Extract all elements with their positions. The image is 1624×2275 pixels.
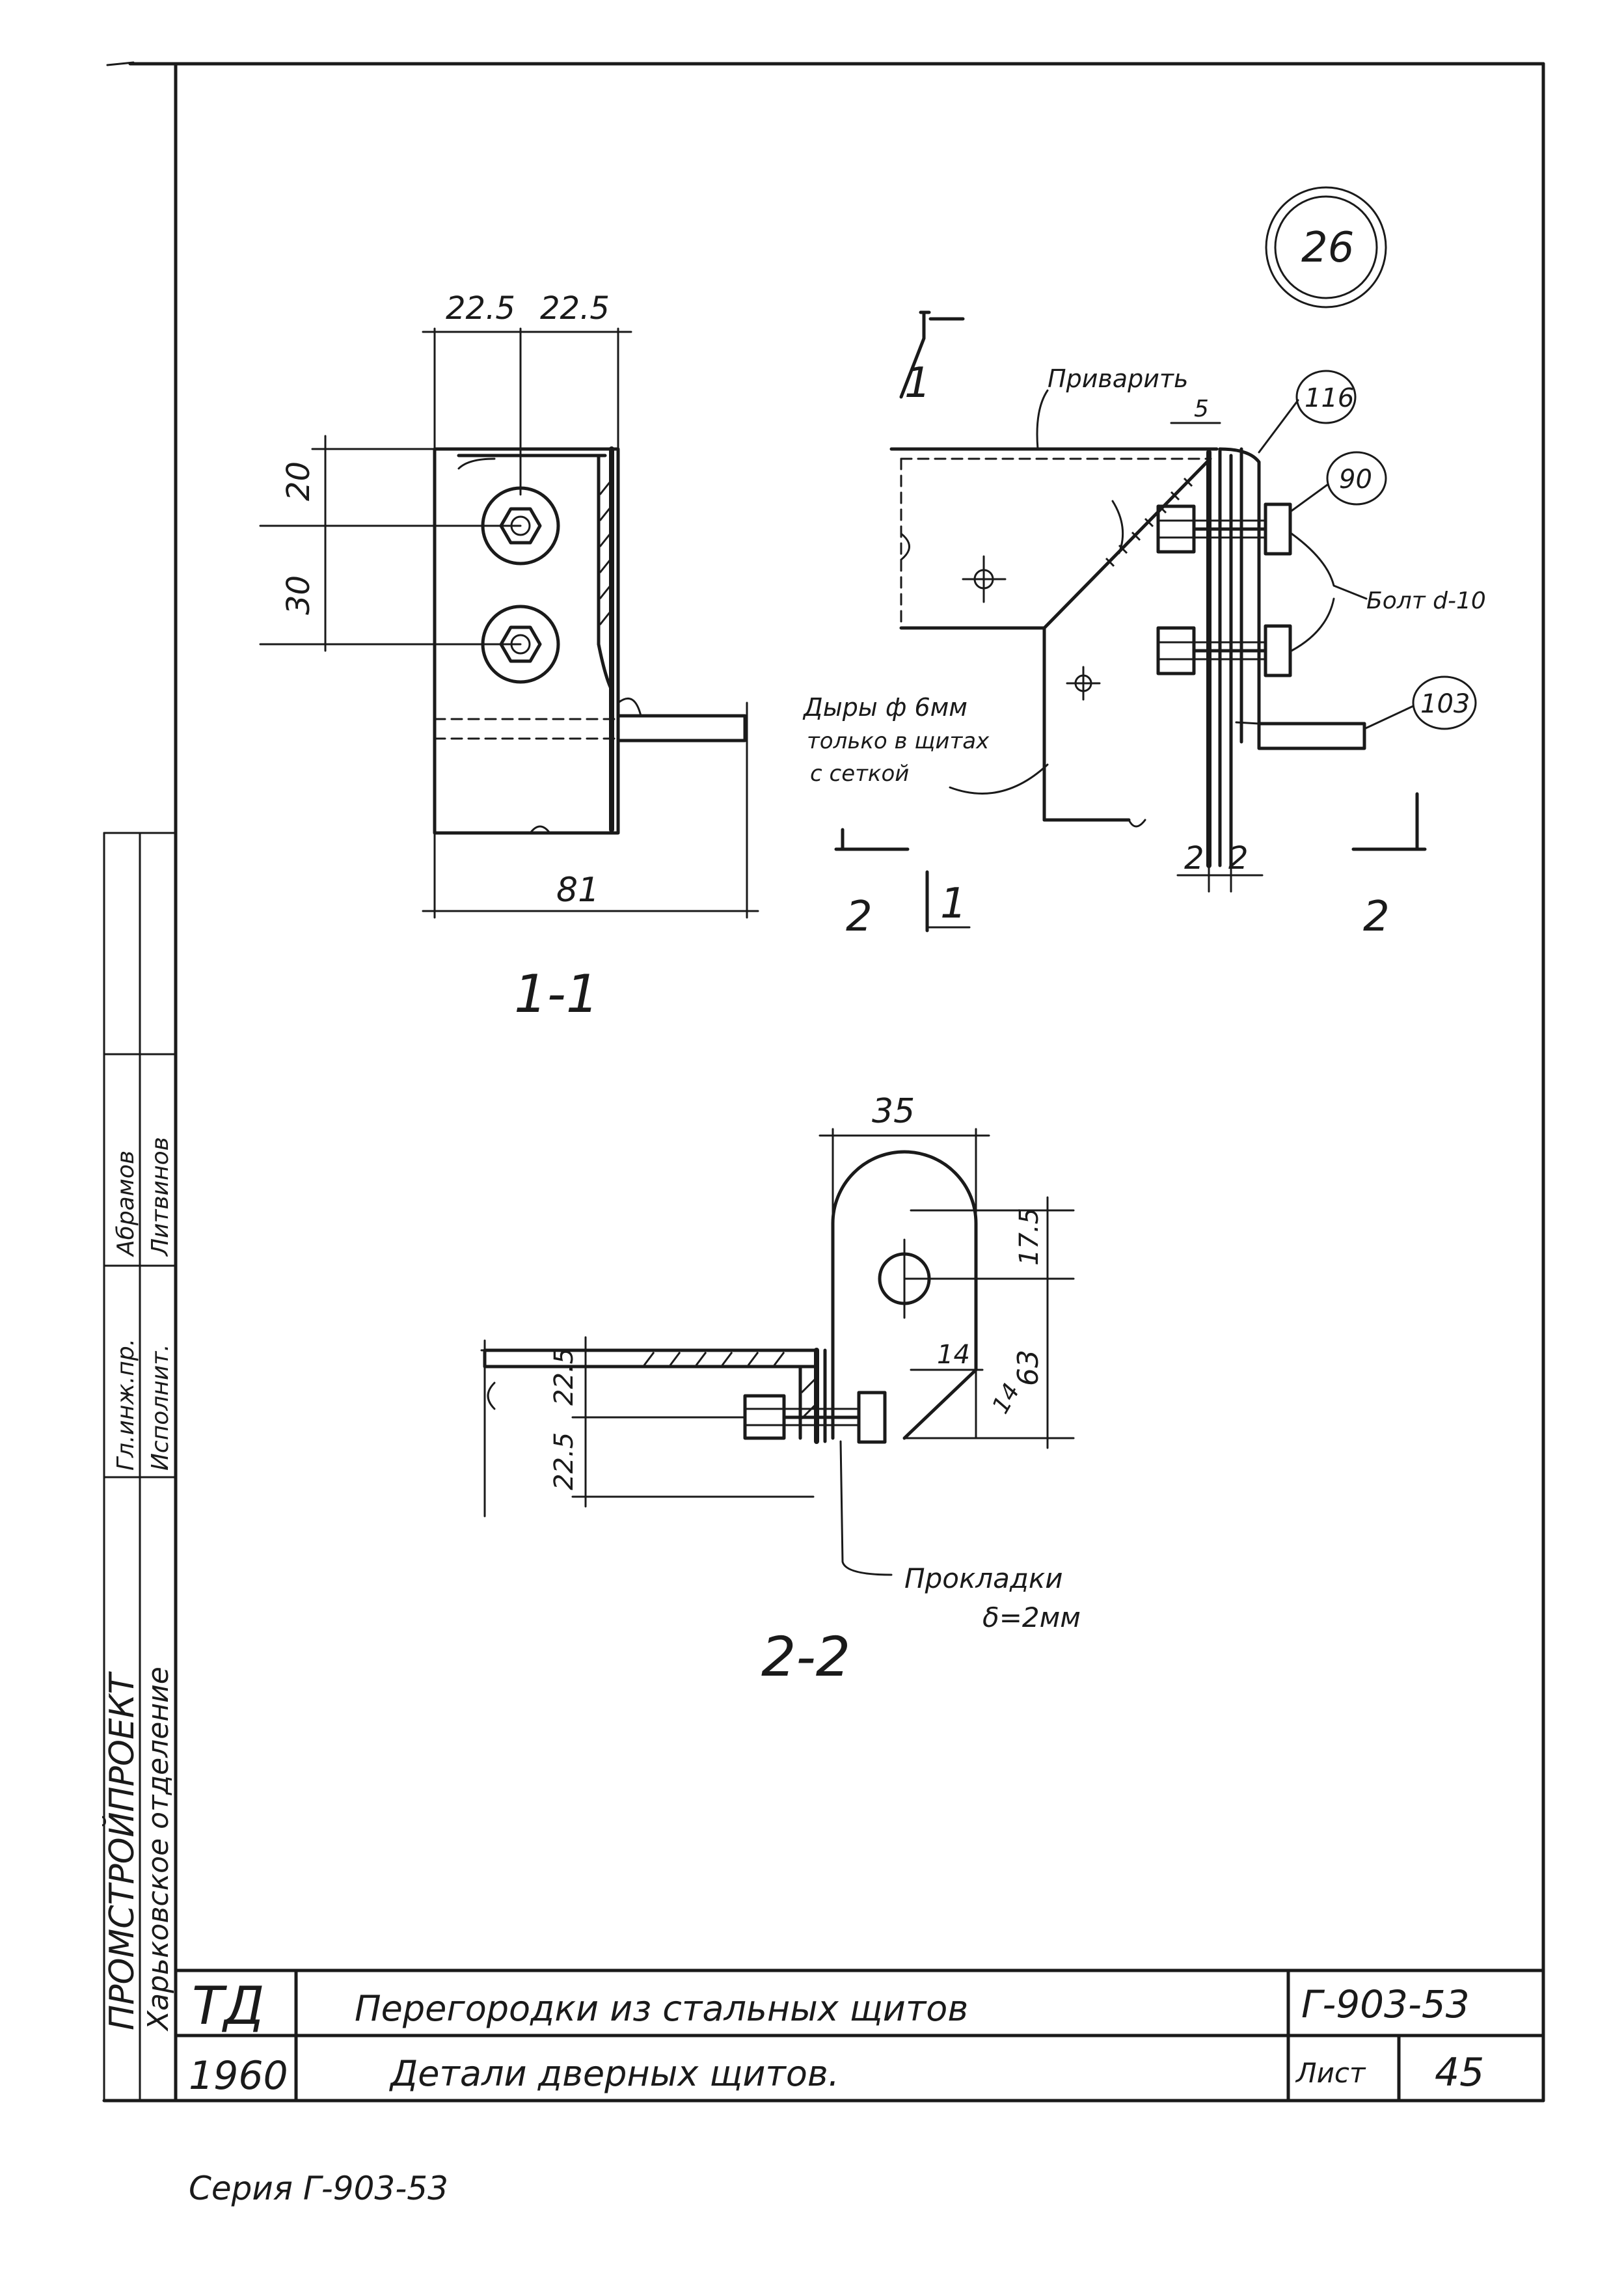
gap-dim-right: 2 <box>1228 840 1249 877</box>
section-label-2-2: 2-2 <box>761 1625 850 1689</box>
section-mark-2-left: 2 <box>846 893 873 941</box>
title-series-code: Г-903-53 <box>1301 1982 1470 2026</box>
weld-seam <box>1105 477 1193 567</box>
note-holes-3: с сеткой <box>810 761 909 787</box>
note-bolt: Болт d-10 <box>1366 588 1486 614</box>
svg-text:90: 90 <box>1339 465 1372 495</box>
svg-text:103: 103 <box>1420 689 1470 719</box>
angle-hatch-2 <box>643 1352 816 1420</box>
callout-90: 90 <box>1290 451 1387 512</box>
bolt-upper <box>1156 502 1292 556</box>
dim-bottom: 81 <box>556 871 599 910</box>
bolt-lower <box>1156 624 1292 677</box>
title-year: 1960 <box>189 2053 288 2099</box>
callout-103: 103 <box>1363 675 1477 730</box>
title-main: Перегородки из стальных щитов <box>355 1988 968 2029</box>
section-mark-1-top: 1 <box>904 359 931 407</box>
svg-text:116: 116 <box>1305 383 1354 413</box>
stamp-org-1: ПРОМСТРОЙПРОЕКТ <box>102 1670 142 2030</box>
stamp-role-exec: Исполнит. <box>147 1344 174 1471</box>
dim-2-2-right-lower: 63 <box>1012 1350 1045 1386</box>
dim-top-left: 22.5 <box>446 290 515 327</box>
dim-top-right: 22.5 <box>540 290 610 327</box>
side-stamp: ПРОМСТРОЙПРОЕКТ Харьковское отделение Гл… <box>102 832 177 2102</box>
callout-116: 116 <box>1258 370 1357 454</box>
sheet-number-circle: 26 <box>1265 186 1387 308</box>
note-weld: Приварить <box>1048 364 1188 393</box>
stamp-role-chief: Гл.инж.пр. <box>113 1339 139 1471</box>
title-sheet-value: 45 <box>1435 2050 1484 2095</box>
note-gasket-1: Прокладки <box>904 1562 1063 1594</box>
note-holes-1: Дыры ф 6мм <box>802 693 968 722</box>
section-mark-1: 1 <box>940 880 967 928</box>
footer-series: Серия Г-903-53 <box>189 2170 448 2207</box>
dim-2-2-right-upper: 17.5 <box>1014 1208 1044 1266</box>
gap-dim-left: 2 <box>1184 840 1204 877</box>
dim-chamfer-h: 14 <box>937 1340 970 1370</box>
dim-left-upper: 20 <box>280 461 317 501</box>
note-holes-2: только в щитах <box>807 728 990 754</box>
dim-2-2-top: 35 <box>872 1092 915 1131</box>
view-2-2: 35 17.5 63 22.5 22.5 14 14 Прокладки δ=2… <box>480 1092 1081 1689</box>
section-mark-2-right: 2 <box>1363 893 1390 941</box>
view-1-1: 22.5 22.5 20 30 81 1-1 <box>259 290 759 1024</box>
stamp-org-2: Харьковское отделение <box>142 1667 175 2032</box>
title-block: ТД 1960 Перегородки из стальных щитов Де… <box>174 1968 1545 2103</box>
stamp-name-exec: Литвинов <box>147 1137 174 1257</box>
weld-size: 5 <box>1194 396 1209 422</box>
view-top-right: 2 2 2 2 1 1 Приварить 5 116 90 <box>802 310 1486 941</box>
sheet-frame <box>102 61 1545 2103</box>
section-label-1-1: 1-1 <box>514 964 599 1024</box>
note-gasket-2: δ=2мм <box>982 1601 1081 1633</box>
angle-hatch <box>599 481 612 625</box>
dim-2-2-left-lower: 22.5 <box>549 1432 579 1490</box>
title-logo: ТД <box>192 1976 264 2036</box>
dim-2-2-left-upper: 22.5 <box>549 1348 579 1406</box>
title-sheet-label: Лист <box>1295 2057 1366 2089</box>
sheet-number: 26 <box>1301 224 1354 272</box>
dim-left-lower: 30 <box>280 575 317 615</box>
stamp-name-chief: Абрамов <box>113 1151 139 1257</box>
title-sub: Детали дверных щитов. <box>389 2053 839 2094</box>
